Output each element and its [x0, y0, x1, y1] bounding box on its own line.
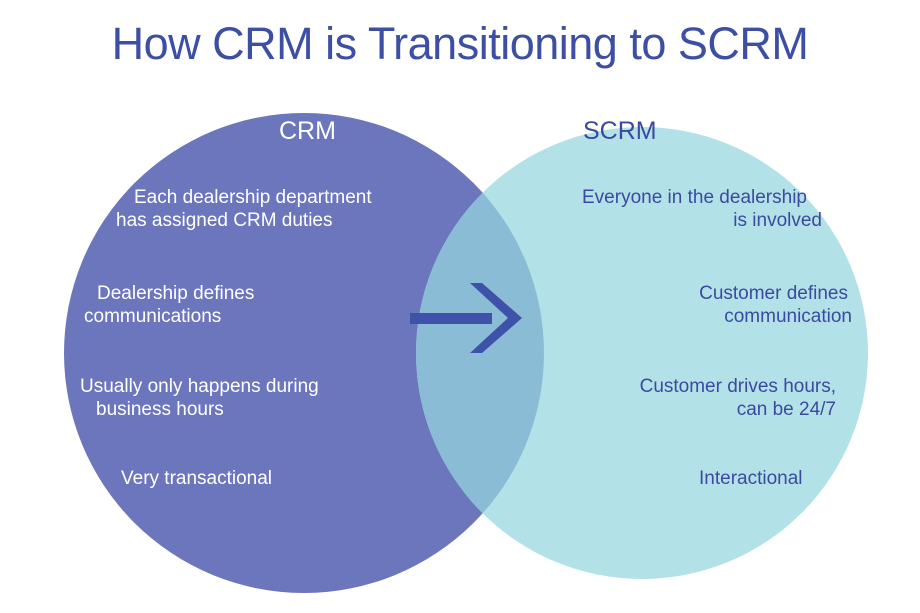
scrm-item-3: Customer drives hours, can be 24/7: [639, 376, 836, 420]
crm-heading: CRM: [279, 117, 336, 145]
crm-circle: [64, 113, 544, 593]
page-title: How CRM is Transitioning to SCRM: [111, 18, 809, 69]
scrm-item-4: Interactional: [699, 468, 803, 489]
arrow-right-icon: [410, 283, 522, 353]
crm-item-4: Very transactional: [121, 468, 273, 489]
scrm-heading: SCRM: [583, 117, 657, 145]
crm-item-1: Each dealership department has assigned …: [116, 187, 372, 231]
scrm-item-2: Customer defines communication: [699, 283, 852, 327]
crm-item-3: Usually only happens during business hou…: [80, 376, 319, 420]
scrm-item-1: Everyone in the dealership is involved: [582, 187, 822, 231]
crm-item-2: Dealership defines communications: [84, 283, 255, 327]
scrm-circle: [416, 127, 868, 579]
